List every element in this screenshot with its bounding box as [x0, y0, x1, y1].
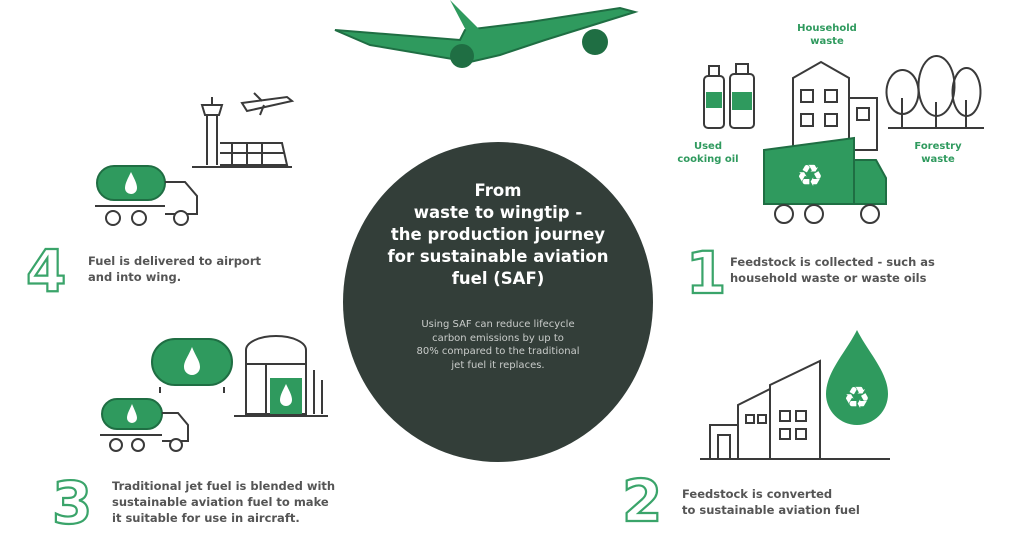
garbage-truck-icon: ♻ — [763, 136, 887, 224]
oil-bottles-icon — [703, 63, 755, 129]
trees-icon — [885, 55, 984, 129]
recycle-drop-icon: ♻ — [826, 330, 888, 425]
svg-text:♻: ♻ — [844, 381, 871, 416]
tanker-truck-icon — [95, 165, 198, 226]
step-4-number: 4 — [25, 237, 68, 305]
storage-tank-icon — [151, 338, 233, 393]
step-3-number: 3 — [51, 469, 94, 537]
diagram-subtitle: Using SAF can reduce lifecycle carbon em… — [416, 319, 580, 371]
tanker-truck-icon — [100, 398, 189, 452]
step-1-number: 1 — [685, 239, 728, 307]
factory-icon — [700, 359, 890, 460]
house-icon — [792, 60, 878, 151]
refinery-icon — [234, 335, 328, 417]
control-tower-icon — [192, 92, 295, 168]
svg-text:♻: ♻ — [797, 159, 824, 194]
step-2-number: 2 — [621, 467, 664, 535]
center-circle — [343, 142, 653, 462]
diagram-title: From waste to wingtip - the production j… — [387, 181, 609, 288]
airplane-icon — [334, 0, 639, 68]
